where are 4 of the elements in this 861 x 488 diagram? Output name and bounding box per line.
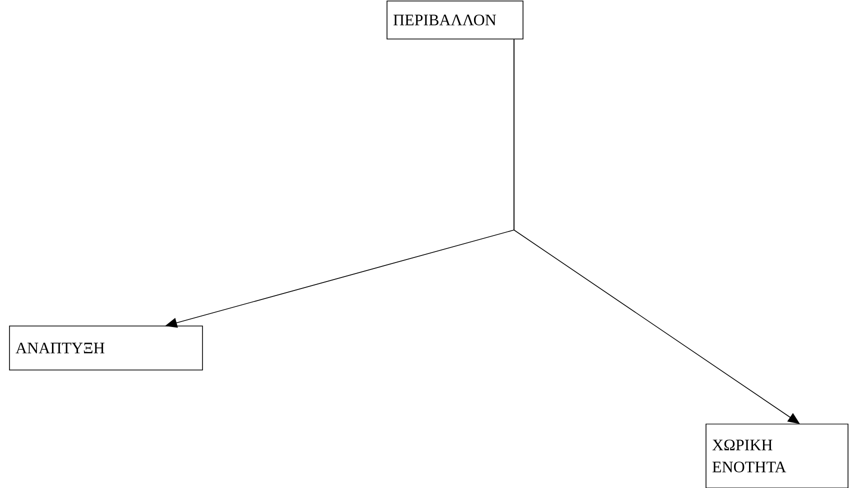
arrow — [514, 39, 800, 424]
text-box: ΧΩΡΙΚΗ ΕΝΟΤΗΤΑ — [706, 424, 848, 488]
text-box: ΑΝΑΠΤΥΞΗ — [9, 326, 203, 370]
text-box: ΠΕΡΙΒΑΛΛΟΝ — [386, 0, 524, 40]
